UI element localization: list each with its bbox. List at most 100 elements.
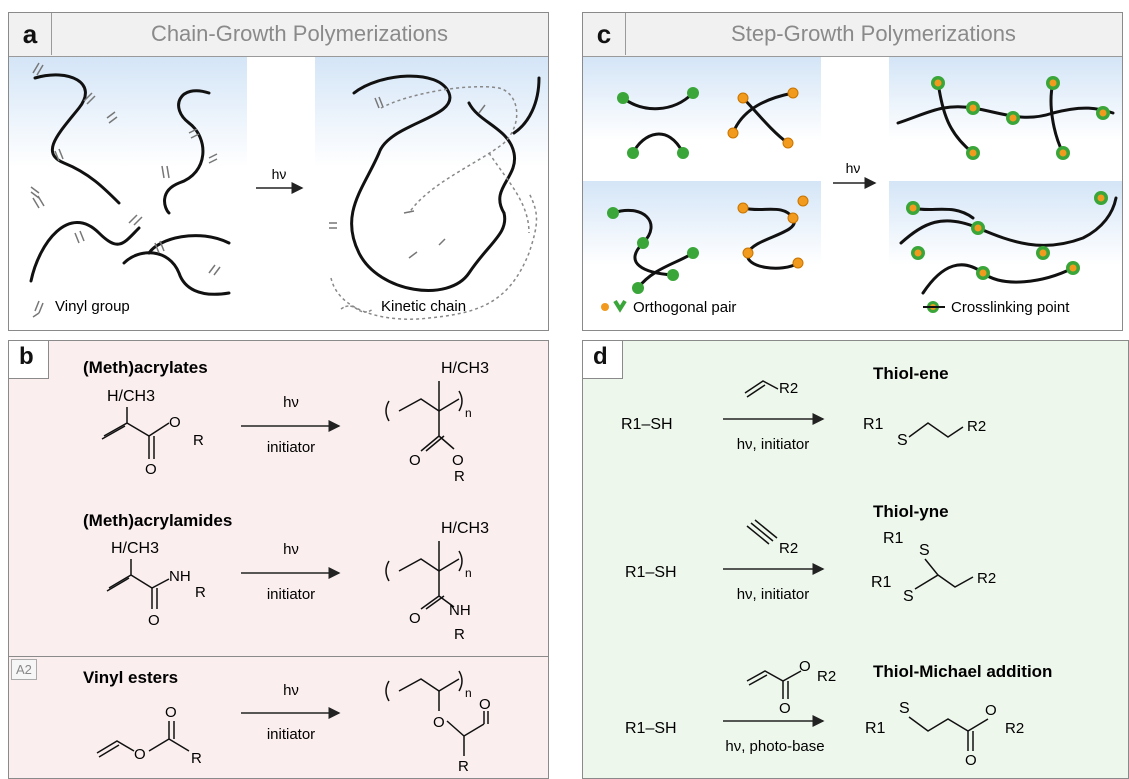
vinyl-esters-p-r: R — [458, 758, 469, 775]
green-functional-groups — [617, 87, 699, 159]
thiol-michael-conditions: hν, photo-base — [725, 738, 824, 755]
thiol-michael-r1: R1 — [865, 720, 886, 737]
thiol-ene-r2: R2 — [779, 380, 798, 397]
legend-pair-label: Orthogonal pair — [633, 299, 736, 316]
vinyl-esters-o: O — [134, 746, 146, 763]
thiol-yne-r1-top: R1 — [883, 530, 904, 547]
polyvinyl-ester-structure — [385, 670, 489, 756]
panel-d-graphic: Thiol-ene R1–SH R2 hν, initiator R1 S R2… — [621, 364, 1052, 769]
thiol-yne-r2: R2 — [779, 540, 798, 557]
green-pair-icon — [613, 299, 627, 313]
methacrylamides-arrow-bottom: initiator — [267, 586, 315, 603]
methacrylamides-r: R — [195, 584, 206, 601]
thiol-michael-product-r2: R2 — [1005, 720, 1024, 737]
panel-a-letter: a — [9, 13, 52, 55]
methacrylamides-nh: NH — [169, 568, 191, 585]
panel-a-header: a Chain-Growth Polymerizations — [9, 13, 548, 57]
methacrylates-p-r: R — [454, 468, 465, 485]
alkene-reagent — [744, 380, 779, 398]
legend-crosslink-label: Crosslinking point — [951, 299, 1070, 316]
thiol-ene-r1: R1 — [863, 416, 884, 433]
methacrylamides-n: n — [465, 566, 472, 580]
orange-pair-icon — [601, 303, 609, 311]
methacrylates-n: n — [465, 406, 472, 420]
methacrylates-arrow-bottom: initiator — [267, 439, 315, 456]
thiol-ene-s: S — [897, 432, 908, 449]
thiol-yne-product-r2: R2 — [977, 570, 996, 587]
panel-b-divider — [9, 656, 548, 657]
crosslinked-network — [350, 74, 541, 292]
panel-a-arrow-label: hν — [272, 166, 287, 182]
crosslink-points — [906, 76, 1110, 280]
thiol-yne-s-top: S — [919, 542, 930, 559]
thiol-ene-reactant: R1–SH — [621, 416, 673, 433]
methacrylate-structure — [101, 407, 170, 459]
thiol-michael-s: S — [899, 700, 910, 717]
panel-c-letter: c — [583, 13, 626, 55]
thiol-michael-o2: O — [779, 700, 791, 717]
thiol-michael-r2: R2 — [817, 668, 836, 685]
polymethacrylamide-structure — [385, 541, 463, 610]
panel-b-tag: A2 — [11, 659, 37, 680]
polymer-chains-unreacted — [29, 73, 231, 296]
thiol-yne-reactant: R1–SH — [625, 564, 677, 581]
methacrylates-title: (Meth)acrylates — [83, 358, 208, 377]
methacrylamides-p-r: R — [454, 626, 465, 643]
thiol-michael-reactant: R1–SH — [625, 720, 677, 737]
panel-d: d Thiol-ene R1–SH R2 hν, initiator R1 S … — [582, 340, 1129, 779]
legend-kinetic-label: Kinetic chain — [381, 298, 466, 315]
thiol-ene-title: Thiol-ene — [873, 364, 949, 383]
kinetic-chain-lines — [330, 85, 538, 320]
coil-orange-groups — [737, 195, 809, 269]
methacrylates-o2: O — [169, 414, 181, 431]
panel-c-title: Step-Growth Polymerizations — [731, 21, 1016, 46]
vinyl-esters-p-o2: O — [479, 696, 491, 713]
panel-a-graphic: hν Vinyl group Kinetic chain — [9, 57, 548, 330]
polymethacrylate-structure — [385, 381, 463, 452]
vinyl-esters-p-o: O — [433, 714, 445, 731]
methacrylamides-p-o: O — [409, 610, 421, 627]
vinyl-esters-n: n — [465, 686, 472, 700]
methacrylates-r: R — [193, 432, 204, 449]
methacrylamides-product-sub: H/CH3 — [441, 520, 489, 537]
methacrylamides-arrow-top: hν — [283, 541, 299, 558]
panel-a-title: Chain-Growth Polymerizations — [150, 21, 449, 46]
panel-b-graphic: (Meth)acrylates H/CH3 O O R hν initiator… — [83, 358, 491, 775]
thiol-yne-s-bottom: S — [903, 588, 914, 605]
acrylate-reagent — [746, 670, 802, 699]
panel-b-letter: b — [19, 343, 34, 370]
panel-c-graphic: hν Orthogonal pair Crosslinking point — [583, 57, 1122, 316]
thiol-michael-title: Thiol-Michael addition — [873, 662, 1052, 681]
crosslink-bridges — [329, 96, 486, 259]
alkyne-reagent — [746, 519, 778, 545]
panel-c-header: c Step-Growth Polymerizations — [583, 13, 1122, 57]
thiol-yne-title: Thiol-yne — [873, 502, 949, 521]
panel-c: hν Orthogonal pair Crosslinking point c … — [582, 12, 1123, 331]
vinyl-esters-r: R — [191, 750, 202, 767]
methacrylamides-p-nh: NH — [449, 602, 471, 619]
thiol-ene-conditions: hν, initiator — [737, 436, 810, 453]
methacrylates-arrow-top: hν — [283, 394, 299, 411]
bis-thioether — [914, 558, 974, 590]
thiol-michael-p-o2: O — [965, 752, 977, 769]
methacrylamides-sub: H/CH3 — [111, 540, 159, 557]
panel-d-letter: d — [593, 343, 608, 370]
thioether-ene — [908, 422, 964, 438]
vinyl-ester-structure — [96, 721, 190, 758]
methacrylamides-o: O — [148, 612, 160, 629]
thiol-ene-product-r2: R2 — [967, 418, 986, 435]
methacrylamides-title: (Meth)acrylamides — [83, 511, 232, 530]
panel-a: hν Vinyl group Kinetic chain a Chain-Gro… — [8, 12, 549, 331]
methacrylamide-structure — [106, 559, 170, 609]
michael-adduct — [908, 716, 989, 751]
vinyl-group-markers — [30, 62, 221, 276]
methacrylates-p-o2: O — [452, 452, 464, 469]
thiol-yne-conditions: hν, initiator — [737, 586, 810, 603]
vinyl-esters-o2: O — [165, 704, 177, 721]
vinyl-esters-arrow-top: hν — [283, 682, 299, 699]
legend-vinyl-label: Vinyl group — [55, 298, 130, 315]
methacrylates-product-sub: H/CH3 — [441, 360, 489, 377]
vinyl-esters-title: Vinyl esters — [83, 668, 178, 687]
vinyl-esters-arrow-bottom: initiator — [267, 726, 315, 743]
methacrylates-p-o: O — [409, 452, 421, 469]
